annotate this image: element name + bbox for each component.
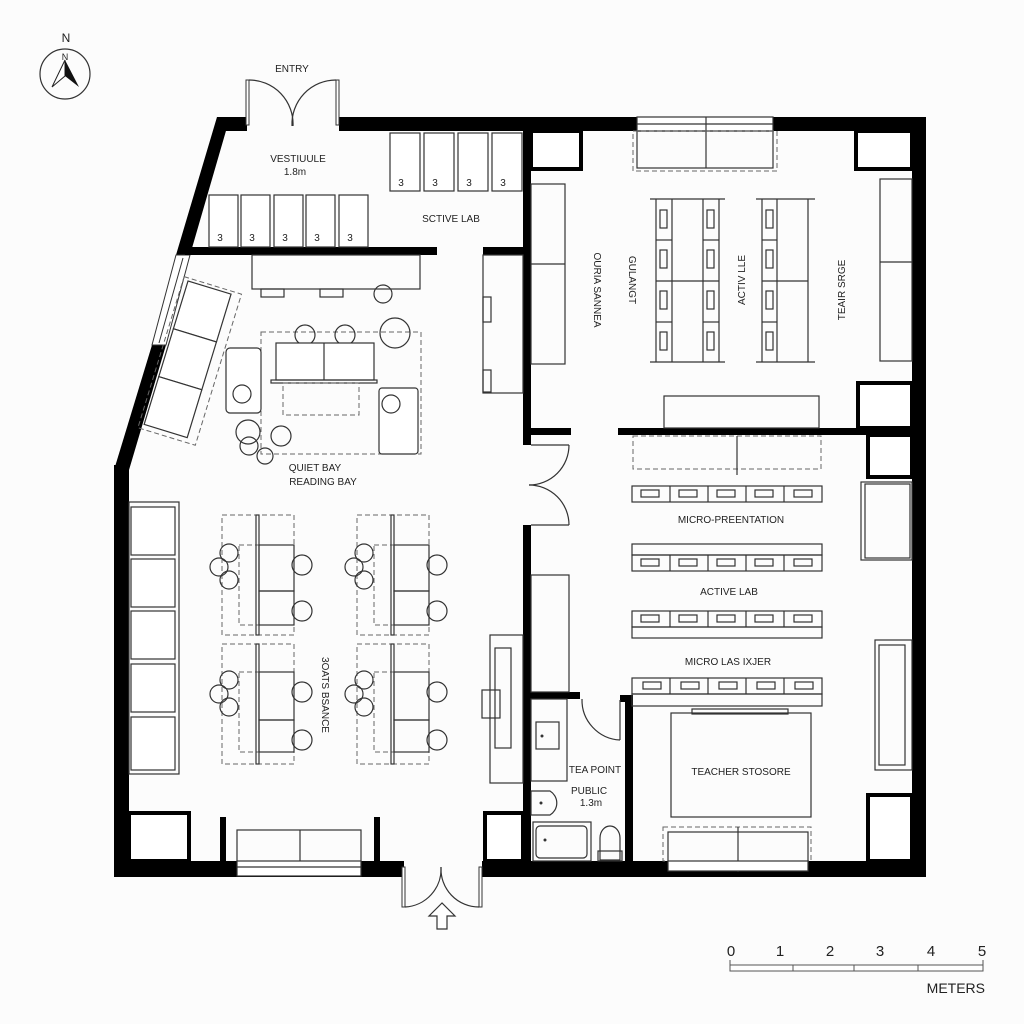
locker-number: 3 xyxy=(282,233,288,244)
scale-tick: 2 xyxy=(826,943,834,960)
study-cluster xyxy=(209,514,313,636)
locker-number: 3 xyxy=(432,178,438,189)
reading-bay-label: READING BAY xyxy=(289,477,357,488)
bench-row xyxy=(631,485,823,503)
group-study-tables xyxy=(209,514,448,765)
vestibule-lockers-left: 3 3 3 3 3 xyxy=(208,194,369,248)
micro-presentation-label: MICRO-PREENTATION xyxy=(678,515,784,526)
north-lab xyxy=(530,116,913,429)
bench-row xyxy=(631,677,823,707)
teacher-store xyxy=(662,708,812,872)
vestibule-lockers-right: 3 3 3 3 xyxy=(389,132,523,192)
public-wc-dimension: 1.3m xyxy=(580,798,602,809)
study-cluster xyxy=(209,643,313,765)
scale-tick: 0 xyxy=(727,943,735,960)
study-cluster xyxy=(344,643,448,765)
central-wall-cabinets xyxy=(481,254,524,784)
scale-tick: 4 xyxy=(927,943,935,960)
interior-walls xyxy=(127,117,918,870)
scale-tick: 1 xyxy=(776,943,784,960)
lab-bench-2 xyxy=(756,198,815,363)
study-cluster xyxy=(344,514,448,636)
locker-number: 3 xyxy=(249,233,255,244)
quiet-bay-furniture xyxy=(137,254,422,465)
vestibule-dimension: 1.8m xyxy=(284,167,306,178)
active-lab-furniture xyxy=(530,435,913,771)
entry-door-top[interactable]: ENTRY xyxy=(245,64,340,127)
north-compass: N N xyxy=(39,31,91,100)
entry-label: ENTRY xyxy=(275,64,309,75)
bench-row xyxy=(631,543,823,572)
compass-inner-label: N xyxy=(62,52,69,62)
scale-unit: METERS xyxy=(927,980,985,996)
left-wall-cabinets xyxy=(128,501,180,775)
locker-number: 3 xyxy=(347,233,353,244)
vestibule-label: VESTIUULE xyxy=(270,154,326,165)
bench-row xyxy=(631,610,823,639)
north-lab-center-label: ACTIV LLE xyxy=(737,255,748,305)
micro-lab-label: MICRO LAS IXJER xyxy=(685,657,771,668)
north-arrow-fill-icon xyxy=(65,60,79,87)
scale-bar: 0 1 2 3 4 5 METERS xyxy=(727,943,986,996)
lab-bench-pair-1 xyxy=(650,198,725,363)
scale-tick: 3 xyxy=(876,943,884,960)
active-lab-label: ACTIVE LAB xyxy=(700,587,758,598)
tea-point-wc xyxy=(530,698,623,862)
locker-number: 3 xyxy=(466,178,472,189)
group-study-label: 3OATS BSANCE xyxy=(319,657,330,733)
locker-number: 3 xyxy=(314,233,320,244)
teacher-store-label: TEACHER STOSORE xyxy=(691,767,791,778)
active-lab-top-label: SCTIVE LAB xyxy=(422,214,480,225)
north-arrow-icon xyxy=(51,59,66,88)
locker-number: 3 xyxy=(398,178,404,189)
bottom-window-bench xyxy=(236,829,362,877)
north-lab-right-label: TEAIR SRGE xyxy=(837,259,848,320)
locker-number: 3 xyxy=(500,178,506,189)
exterior-walls xyxy=(114,117,926,877)
entry-arrow-icon xyxy=(427,902,457,930)
north-lab-mid-label: GULANGT xyxy=(626,256,637,304)
central-double-door[interactable] xyxy=(528,444,570,526)
quiet-bay-label: QUIET BAY xyxy=(289,463,342,474)
locker-number: 3 xyxy=(217,233,223,244)
scale-tick: 5 xyxy=(978,943,986,960)
public-wc-label: PUBLIC xyxy=(571,786,607,797)
tea-point-label: TEA POINT xyxy=(569,765,621,776)
compass-north-label: N xyxy=(62,31,71,45)
north-lab-left-label: OURIA SANNEA xyxy=(591,252,602,327)
compass-circle xyxy=(39,48,91,100)
entry-door-bottom[interactable] xyxy=(401,866,483,930)
